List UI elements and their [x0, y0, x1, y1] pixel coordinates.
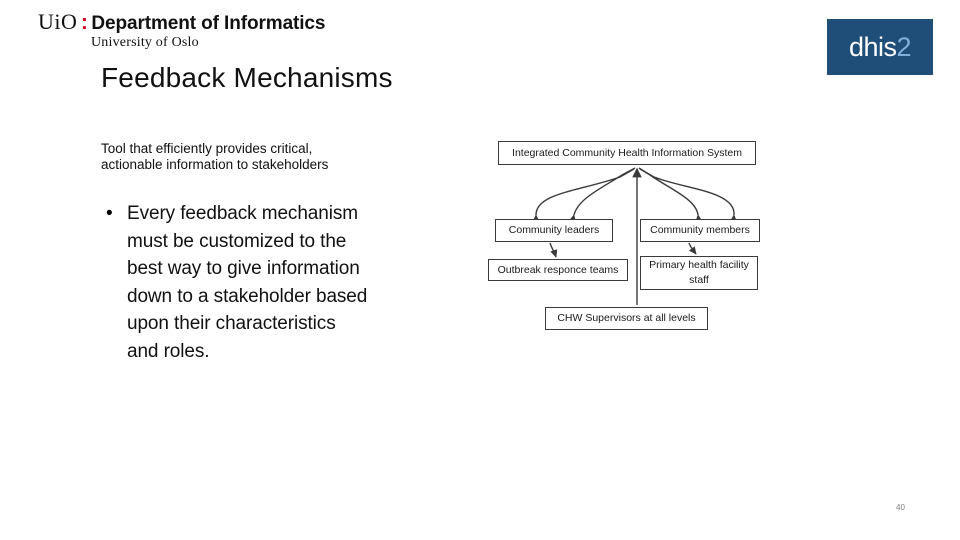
list-item: • Every feedback mechanism must be custo… [101, 200, 369, 365]
uio-logo-main-row: UiO : Department of Informatics [38, 9, 348, 35]
uio-colon-separator: : [80, 11, 88, 34]
bullet-text: Every feedback mechanism must be customi… [127, 203, 368, 362]
edge-system-to-community-leaders-outer [532, 176, 621, 223]
uio-wordmark: UiO [38, 9, 78, 34]
slide-subtitle: Tool that efficiently provides critical,… [101, 141, 329, 172]
diagram-node-community-leaders: Community leaders [495, 219, 613, 242]
dhis2-logo-version: 2 [896, 31, 912, 62]
edge-community-leaders-to-outbreak-teams [549, 242, 558, 258]
diagram-node-chw-supervisors: CHW Supervisors at all levels [545, 307, 708, 330]
diagram-node-integrated-community-health-information-system: Integrated Community Health Information … [498, 141, 756, 165]
page-number: 40 [896, 503, 905, 512]
uio-university-name: University of Oslo [91, 35, 199, 50]
edge-community-members-to-phf-staff [688, 242, 697, 255]
community-health-information-flow-diagram: Integrated Community Health Information … [470, 133, 770, 338]
dhis2-logo-name: dhis [848, 31, 897, 62]
diagram-node-outbreak-response-teams: Outbreak responce teams [488, 259, 628, 281]
edge-system-to-community-members-inner [649, 174, 703, 223]
bullet-marker-icon: • [106, 203, 113, 224]
page-title: Feedback Mechanisms [101, 62, 393, 93]
phf-staff-line-2: staff [689, 274, 709, 286]
edge-system-to-community-members-outer [653, 176, 738, 223]
bullet-list: • Every feedback mechanism must be custo… [101, 200, 369, 365]
diagram-connectors [532, 167, 738, 305]
diagram-node-primary-health-facility-staff: Primary health facility staff [640, 256, 758, 290]
edge-system-to-community-leaders-inner [568, 174, 623, 223]
uio-logo: UiO : Department of Informatics Universi… [38, 9, 348, 51]
uio-department-name: Department of Informatics [91, 13, 326, 34]
phf-staff-line-1: Primary health facility [649, 259, 749, 271]
diagram-node-community-members: Community members [640, 219, 760, 242]
